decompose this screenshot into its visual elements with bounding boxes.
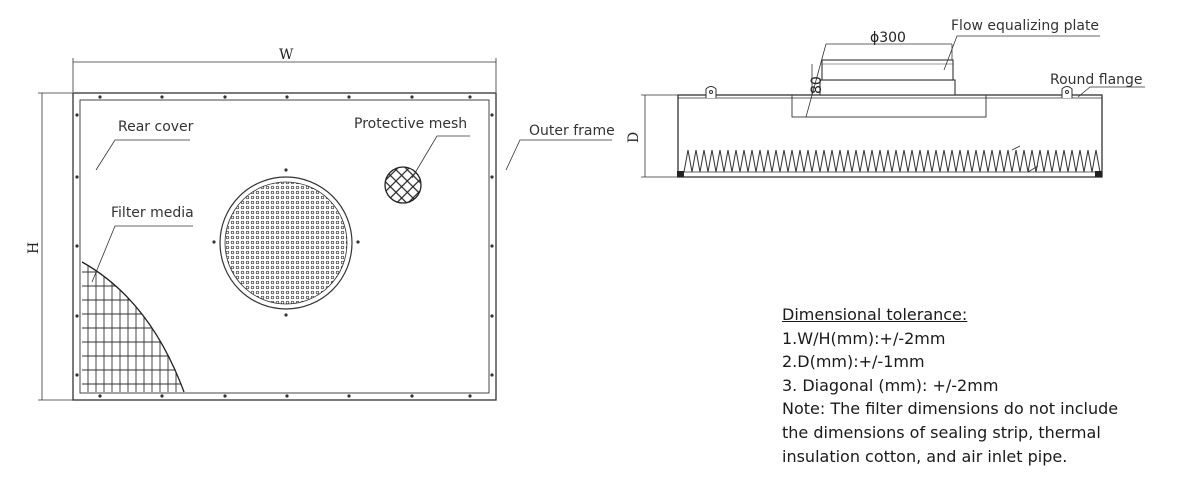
outer-frame-label: Outer frame xyxy=(529,123,615,139)
side-leaders xyxy=(943,35,1145,173)
flow-equalizing-plate xyxy=(821,59,954,81)
tolerance-line-3: 3. Diagonal (mm): +/-2mm xyxy=(782,375,999,395)
filter-media-label: Filter media xyxy=(111,205,194,221)
rear-cover-label: Rear cover xyxy=(118,119,194,135)
tolerance-note-3: insulation cotton, and air inlet pipe. xyxy=(782,446,1068,466)
dim-d xyxy=(641,94,678,178)
tolerance-title: Dimensional tolerance: xyxy=(782,305,968,324)
perforated-plate-holes xyxy=(224,181,348,305)
dim-w xyxy=(72,58,497,92)
dim-diameter xyxy=(805,43,953,118)
front-view: W H xyxy=(26,47,615,401)
dimensional-tolerance: Dimensional tolerance: 1.W/H(mm):+/-2mm … xyxy=(782,303,1172,468)
round-flange-label: Round flange xyxy=(1050,72,1143,88)
tolerance-line-1: 1.W/H(mm):+/-2mm xyxy=(782,328,946,348)
dim-h-label: H xyxy=(26,242,42,254)
dim-w-label: W xyxy=(279,47,294,63)
dim-d-label: D xyxy=(626,132,642,143)
flow-plate-label: Flow equalizing plate xyxy=(951,18,1099,34)
filter-media-cutaway xyxy=(81,261,185,393)
inlet-duct xyxy=(791,94,987,118)
side-view: D ϕ300 80 xyxy=(626,18,1145,178)
outer-frame xyxy=(72,92,497,401)
tolerance-note-2: the dimensions of sealing strip, thermal xyxy=(782,422,1101,442)
round-flange xyxy=(705,86,1073,98)
tolerance-note-1: Note: The filter dimensions do not inclu… xyxy=(782,399,1119,419)
inner-frame xyxy=(79,99,490,394)
front-leaders xyxy=(91,135,612,283)
protective-mesh-label: Protective mesh xyxy=(354,116,467,132)
tolerance-line-2: 2.D(mm):+/-1mm xyxy=(782,352,925,372)
inlet-collar xyxy=(819,79,956,96)
dim-80-label: 80 xyxy=(809,76,825,94)
protective-mesh xyxy=(384,166,422,204)
dim-diameter-label: ϕ300 xyxy=(870,30,906,46)
pleated-media xyxy=(683,149,1101,173)
frame-rivets xyxy=(75,95,494,398)
dim-h xyxy=(38,92,73,401)
